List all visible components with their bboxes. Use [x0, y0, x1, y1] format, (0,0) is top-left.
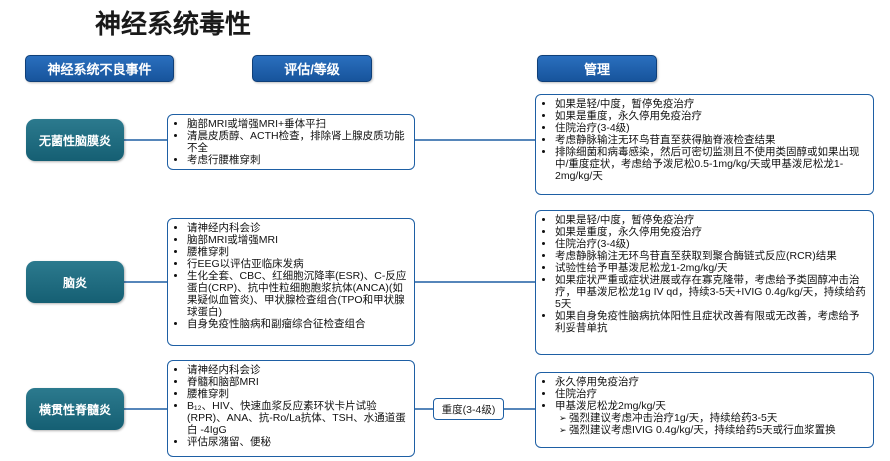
assessment-box-1: 脑部MRI或增强MRI+垂体平扫 清晨皮质醇、ACTH检查，排除肾上腺皮质功能不… [167, 114, 415, 170]
management-item: 如果是轻/中度，暂停免疫治疗 [555, 214, 867, 226]
assessment-box-3: 请神经内科会诊 脊髓和脑部MRI 腰椎穿刺 B₁₂、HIV、快速血浆反应素环状卡… [167, 360, 415, 457]
category-transverse-myelitis: 横贯性脊髓炎 [26, 388, 124, 430]
header-assessment: 评估/等级 [252, 55, 372, 82]
assessment-item: 清晨皮质醇、ACTH检查，排除肾上腺皮质功能不全 [187, 130, 408, 154]
management-item: 如果是重度，永久停用免疫治疗 [555, 226, 867, 238]
management-item: 如果症状严重或症状进展或存在寡克隆带，考虑给予类固醇冲击治疗，甲基泼尼松龙1g … [555, 274, 867, 310]
management-item: 如果是轻/中度，暂停免疫治疗 [555, 98, 867, 110]
assessment-box-2: 请神经内科会诊 脑部MRI或增强MRI 腰椎穿刺 行EEG以评估亚临床发病 生化… [167, 218, 415, 346]
management-box-2: 如果是轻/中度，暂停免疫治疗 如果是重度，永久停用免疫治疗 住院治疗(3-4级)… [535, 210, 874, 355]
header-management: 管理 [537, 55, 657, 82]
management-box-3: 永久停用免疫治疗 住院治疗 甲基泼尼松龙2mg/kg/天 强烈建议考虑冲击治疗1… [535, 372, 874, 448]
management-item: 住院治疗(3-4级) [555, 122, 867, 134]
assessment-item: 脑部MRI或增强MRI [187, 234, 408, 246]
management-item: 住院治疗(3-4级) [555, 238, 867, 250]
assessment-item: 腰椎穿刺 [187, 246, 408, 258]
assessment-item: 自身免疫性脑病和副瘤综合征检查组合 [187, 318, 408, 330]
assessment-item: 请神经内科会诊 [187, 222, 408, 234]
management-box-1: 如果是轻/中度，暂停免疫治疗 如果是重度，永久停用免疫治疗 住院治疗(3-4级)… [535, 94, 874, 195]
management-item: 如果自身免疫性脑病抗体阳性且症状改善有限或无改善，考虑给予利妥昔单抗 [555, 310, 867, 334]
management-subitem: 强烈建议考虑IVIG 0.4g/kg/天，持续给药5天或行血浆置换 [559, 424, 867, 436]
header-event: 神经系统不良事件 [25, 55, 174, 82]
management-item: 考虑静脉输注无环鸟苷直至获得脑脊液检查结果 [555, 134, 867, 146]
management-item: 住院治疗 [555, 388, 867, 400]
category-aseptic-meningitis: 无菌性脑膜炎 [26, 119, 124, 161]
assessment-item: 行EEG以评估亚临床发病 [187, 258, 408, 270]
grade-box: 重度(3-4级) [433, 398, 504, 420]
management-item: 排除细菌和病毒感染，然后可密切监测且不使用类固醇或如果出现中/重度症状，考虑给予… [555, 146, 867, 182]
management-item: 永久停用免疫治疗 [555, 376, 867, 388]
management-item: 甲基泼尼松龙2mg/kg/天 [555, 400, 867, 412]
assessment-item: 请神经内科会诊 [187, 364, 408, 376]
assessment-item: 评估尿潴留、便秘 [187, 436, 408, 448]
assessment-item: 考虑行腰椎穿刺 [187, 154, 408, 166]
category-encephalitis: 脑炎 [26, 261, 124, 303]
page-title: 神经系统毒性 [95, 9, 252, 39]
assessment-item: 腰椎穿刺 [187, 388, 408, 400]
management-subitem: 强烈建议考虑冲击治疗1g/天，持续给药3-5天 [559, 412, 867, 424]
management-item: 试验性给予甲基泼尼松龙1-2mg/kg/天 [555, 262, 867, 274]
management-item: 如果是重度，永久停用免疫治疗 [555, 110, 867, 122]
assessment-item: 生化全套、CBC、红细胞沉降率(ESR)、C-反应蛋白(CRP)、抗中性粒细胞胞… [187, 270, 408, 318]
assessment-item: B₁₂、HIV、快速血浆反应素环状卡片试验(RPR)、ANA、抗-Ro/La抗体… [187, 400, 408, 436]
management-item: 考虑静脉输注无环鸟苷直至获取到聚合酶链式反应(RCR)结果 [555, 250, 867, 262]
assessment-item: 脑部MRI或增强MRI+垂体平扫 [187, 118, 408, 130]
assessment-item: 脊髓和脑部MRI [187, 376, 408, 388]
